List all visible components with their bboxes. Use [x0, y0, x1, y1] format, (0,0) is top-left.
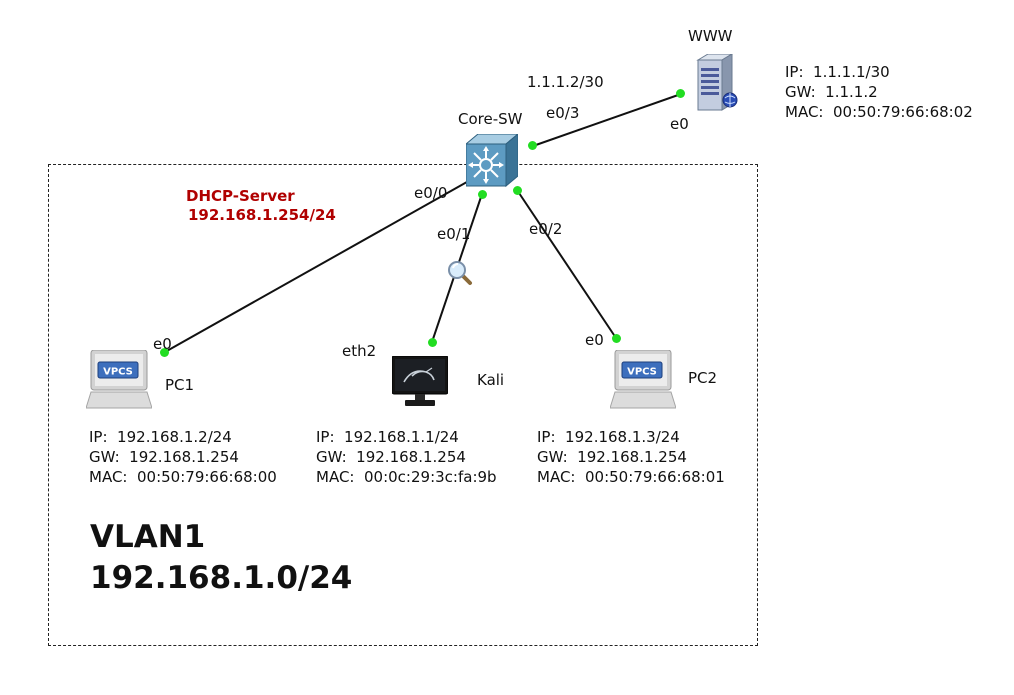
pc1-mac: MAC: 00:50:79:66:68:00: [89, 468, 277, 486]
www-ip: IP: 1.1.1.1/30: [785, 63, 890, 81]
dhcp-server-address: 192.168.1.254/24: [188, 206, 336, 224]
magnifier-capture-icon[interactable]: [447, 260, 473, 290]
pc2-e0-label: e0: [585, 331, 604, 349]
pc2-ip: IP: 192.168.1.3/24: [537, 428, 680, 446]
pc1-e0-label: e0: [153, 335, 172, 353]
www-label: WWW: [688, 27, 733, 45]
port-dot-www-e0: [676, 89, 685, 98]
kali-eth2-label: eth2: [342, 342, 377, 360]
port-dot-sw-e0-3: [528, 141, 537, 150]
link-sw-www[interactable]: [532, 93, 682, 147]
dhcp-server-title: DHCP-Server: [186, 187, 295, 205]
port-dot-pc1-e0: [160, 348, 169, 357]
server-icon[interactable]: [694, 54, 740, 112]
sw-uplink-ip-label: 1.1.1.2/30: [527, 73, 604, 91]
pc2-icon-text: VPCS: [627, 367, 657, 378]
kali-gw: GW: 192.168.1.254: [316, 448, 466, 466]
www-mac: MAC: 00:50:79:66:68:02: [785, 103, 973, 121]
pc1-icon-text: VPCS: [103, 367, 133, 378]
link-sw-pc1[interactable]: [164, 177, 475, 353]
kali-label: Kali: [477, 371, 505, 389]
sw-e0-2-label: e0/2: [529, 220, 563, 238]
sw-e0-0-label: e0/0: [414, 184, 448, 202]
port-dot-kali-eth2: [428, 338, 437, 347]
pc1-ip: IP: 192.168.1.2/24: [89, 428, 232, 446]
kali-monitor-icon[interactable]: [392, 356, 448, 408]
sw-e0-3-label: e0/3: [546, 104, 580, 122]
pc2-mac: MAC: 00:50:79:66:68:01: [537, 468, 725, 486]
pc2-gw: GW: 192.168.1.254: [537, 448, 687, 466]
vlan-zone: [48, 164, 758, 646]
sw-e0-1-label: e0/1: [437, 225, 471, 243]
port-dot-sw-e0-2: [513, 186, 522, 195]
vpcs-icon[interactable]: VPCS: [610, 350, 676, 412]
vlan-title: VLAN1: [90, 519, 206, 555]
www-e0-label: e0: [670, 115, 689, 133]
vlan-subnet: 192.168.1.0/24: [90, 560, 353, 596]
port-dot-sw-e0-1: [478, 190, 487, 199]
kali-mac: MAC: 00:0c:29:3c:fa:9b: [316, 468, 497, 486]
www-gw: GW: 1.1.1.2: [785, 83, 878, 101]
pc1-label: PC1: [165, 376, 195, 394]
pc2-label: PC2: [688, 369, 718, 387]
vpcs-icon[interactable]: VPCS: [86, 350, 152, 412]
multilayer-switch-icon[interactable]: [466, 134, 518, 188]
link-sw-pc2[interactable]: [516, 189, 617, 339]
core-sw-label: Core-SW: [458, 110, 523, 128]
port-dot-pc2-e0: [612, 334, 621, 343]
pc1-gw: GW: 192.168.1.254: [89, 448, 239, 466]
kali-ip: IP: 192.168.1.1/24: [316, 428, 459, 446]
